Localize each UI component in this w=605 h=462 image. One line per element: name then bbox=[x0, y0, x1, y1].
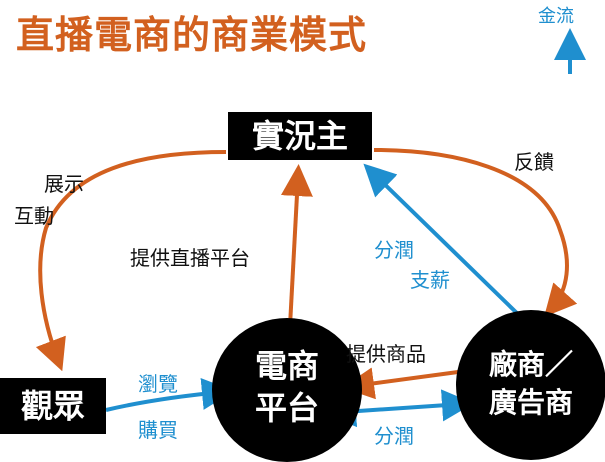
node-vendor-advertiser: 廠商／ 廣告商 bbox=[456, 310, 605, 460]
arrow-host-to-vendor bbox=[373, 148, 578, 317]
label-provide-goods: 提供商品 bbox=[346, 342, 426, 366]
node-vendor-line2: 廣告商 bbox=[488, 386, 573, 419]
label-provide-platform: 提供直播平台 bbox=[130, 246, 250, 270]
label-salary: 支薪 bbox=[410, 268, 450, 292]
diagram-title: 直播電商的商業模式 bbox=[16, 13, 368, 57]
arrow-viewers-to-platform bbox=[105, 377, 234, 412]
label-share-platform: 分潤 bbox=[374, 424, 414, 448]
node-ecommerce-platform: 電商 平台 bbox=[212, 318, 362, 462]
label-browse: 瀏覽 bbox=[138, 372, 178, 396]
label-interact: 互動 bbox=[14, 204, 54, 228]
arrow-platform-vendor-share bbox=[324, 389, 474, 428]
node-host: 實況主 bbox=[228, 112, 372, 160]
node-platform-line2: 平台 bbox=[254, 389, 319, 427]
node-platform-line1: 電商 bbox=[254, 347, 319, 385]
legend-money-flow-label: 金流 bbox=[538, 6, 574, 27]
arrow-vendor-to-host bbox=[363, 163, 526, 322]
arrow-platform-to-host bbox=[280, 164, 313, 327]
node-viewers: 觀眾 bbox=[0, 378, 106, 434]
label-feedback: 反饋 bbox=[514, 150, 554, 174]
node-vendor-line1: 廠商／ bbox=[488, 348, 573, 381]
arrow-host-to-viewers bbox=[35, 150, 227, 372]
label-show: 展示 bbox=[44, 172, 84, 196]
arrow-vendor-to-platform bbox=[342, 367, 459, 400]
label-buy: 購買 bbox=[138, 418, 178, 442]
label-share-host: 分潤 bbox=[374, 238, 414, 262]
